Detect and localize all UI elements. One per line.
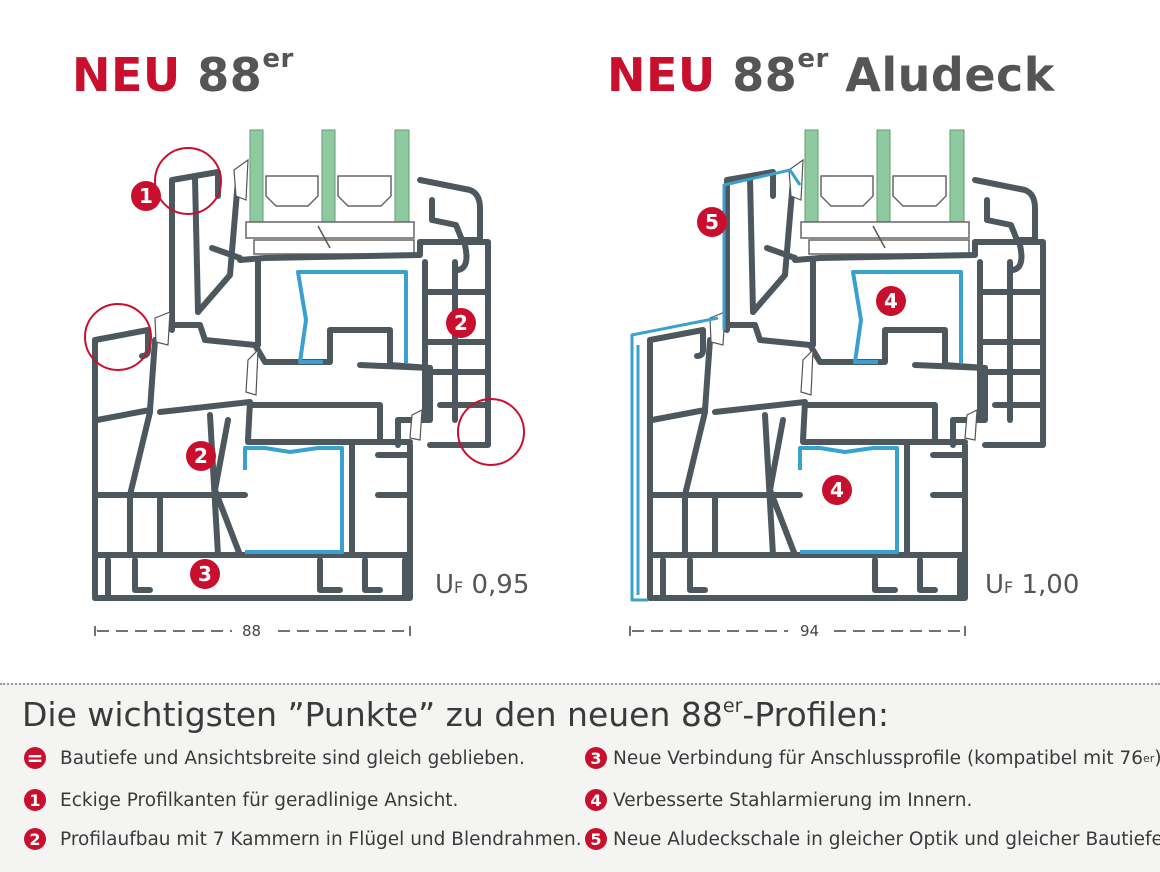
number-badge: 4 <box>585 789 607 811</box>
right-title: NEU 88er Aludeck <box>607 44 1055 102</box>
uf-value-right: UF 1,00 <box>985 570 1080 600</box>
dimension-label-left: 88 <box>242 622 262 640</box>
number-badge: 2 <box>24 828 46 850</box>
badge-4: 4 <box>884 289 898 313</box>
alu-cover-shell <box>630 168 802 602</box>
highlight-circle <box>84 303 152 371</box>
dimension-line-right <box>629 626 966 636</box>
highlight-circle <box>154 147 222 215</box>
right-badges: 5 4 4 <box>697 207 906 505</box>
number-badge: 1 <box>24 789 46 811</box>
number-badge: 5 <box>585 828 607 850</box>
number-badge: 3 <box>585 747 607 769</box>
badge-5: 5 <box>705 210 719 234</box>
summary-panel: Die wichtigsten ”Punkte” zu den neuen 88… <box>0 683 1160 872</box>
profile-diagrams: 1 2 2 3 5 4 4 <box>84 0 1160 636</box>
summary-heading: Die wichtigsten ”Punkte” zu den neuen 88… <box>22 695 889 734</box>
list-item: =Bautiefe und Ansichtsbreite sind gleich… <box>24 747 525 769</box>
highlight-circle <box>457 398 525 466</box>
uf-value-left: UF 0,95 <box>435 570 530 600</box>
left-title: NEU 88er <box>72 44 294 102</box>
equal-icon: = <box>24 747 46 769</box>
left-badges: 1 2 2 3 <box>131 181 476 589</box>
badge-3: 3 <box>198 562 212 586</box>
badge-2: 2 <box>454 311 468 335</box>
profile-88-aludeck-cross-section <box>650 130 1043 598</box>
dimension-line-left <box>94 626 411 636</box>
badge-1: 1 <box>139 184 153 208</box>
badge-2: 2 <box>194 444 208 468</box>
dimension-label-right: 94 <box>800 622 820 640</box>
badge-4: 4 <box>830 478 844 502</box>
